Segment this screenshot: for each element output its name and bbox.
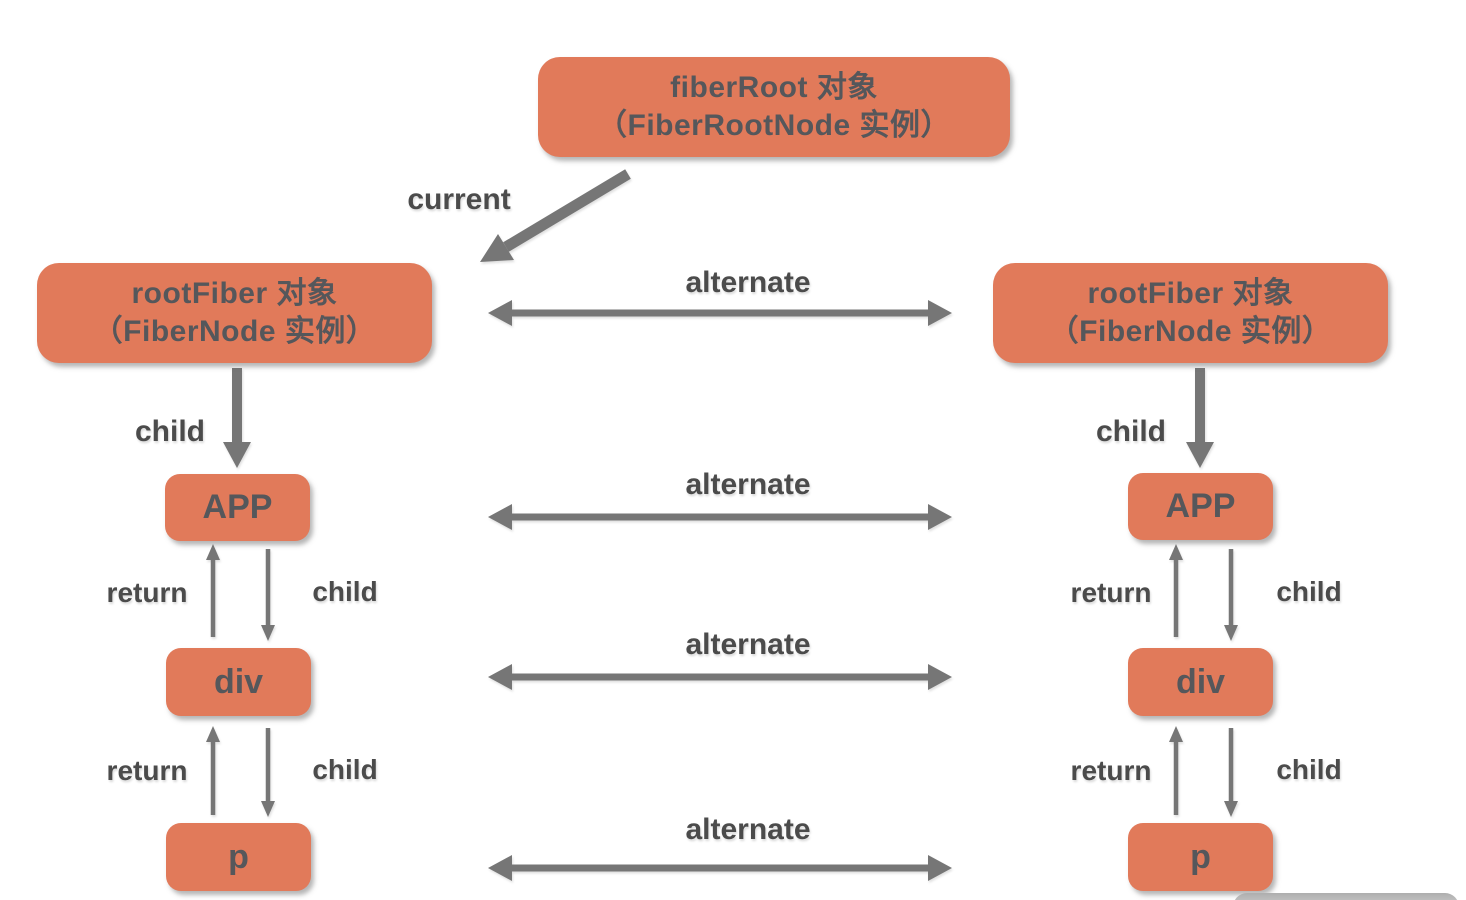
- node-div-right: div: [1128, 648, 1273, 716]
- edge-label-child-left-div: child: [312, 754, 378, 785]
- edge-label-alternate-rootfiber: alternate: [685, 266, 811, 299]
- node-p-left: p: [166, 823, 311, 891]
- node-fiber-root-line1: fiberRoot 对象: [670, 71, 878, 104]
- node-app-left-label: APP: [202, 488, 273, 526]
- alternate-arrow-p: [488, 855, 952, 881]
- edge-label-current: current: [407, 183, 511, 216]
- node-root-fiber-right: rootFiber 对象 （FiberNode 实例）: [993, 263, 1388, 363]
- edge-label-return-left-div: return: [106, 755, 188, 786]
- alternate-arrow-app: [488, 504, 952, 530]
- node-p-right: p: [1128, 823, 1273, 891]
- return-arrow-left-p-div: [206, 726, 220, 815]
- node-div-left-label: div: [213, 662, 264, 701]
- edge-label-return-left-app: return: [106, 577, 188, 608]
- node-div-left: div: [166, 648, 311, 716]
- node-p-right-label: p: [1190, 837, 1211, 876]
- edge-label-alternate-app: alternate: [685, 468, 811, 501]
- edge-label-return-right-app: return: [1070, 577, 1152, 608]
- node-root-fiber-left: rootFiber 对象 （FiberNode 实例）: [37, 263, 432, 363]
- node-div-right-label: div: [1175, 662, 1226, 701]
- node-root-fiber-left-line2: （FiberNode 实例）: [92, 315, 377, 348]
- alternate-arrow-div: [488, 664, 952, 690]
- child-arrow-right-div-p: [1224, 728, 1238, 817]
- node-p-left-label: p: [228, 837, 249, 876]
- node-app-left: APP: [165, 474, 310, 541]
- node-fiber-root-line2: （FiberRootNode 实例）: [597, 109, 951, 142]
- child-arrow-left-root-app: [223, 368, 251, 468]
- node-root-fiber-left-line1: rootFiber 对象: [131, 277, 338, 310]
- edge-label-alternate-p: alternate: [685, 813, 811, 846]
- node-root-fiber-right-line1: rootFiber 对象: [1087, 277, 1294, 310]
- child-arrow-left-div-p: [261, 728, 275, 817]
- node-app-right: APP: [1128, 473, 1273, 540]
- edge-label-child-left-app: child: [312, 576, 378, 607]
- partial-gray-box: [1233, 893, 1459, 900]
- edge-label-child-left-root: child: [134, 415, 206, 448]
- edge-label-child-right-root: child: [1095, 415, 1167, 448]
- return-arrow-right-p-div: [1169, 726, 1183, 815]
- edge-label-return-right-div: return: [1070, 755, 1152, 786]
- node-root-fiber-right-line2: （FiberNode 实例）: [1048, 315, 1333, 348]
- edge-label-alternate-div: alternate: [685, 628, 811, 661]
- alternate-arrow-rootfiber: [488, 300, 952, 326]
- edge-label-child-right-div: child: [1276, 754, 1342, 785]
- node-app-right-label: APP: [1165, 487, 1236, 525]
- child-arrow-right-root-app: [1186, 368, 1214, 468]
- child-arrow-right-app-div: [1224, 549, 1238, 641]
- return-arrow-right-div-app: [1169, 544, 1183, 637]
- node-fiber-root: fiberRoot 对象 （FiberRootNode 实例）: [538, 57, 1010, 157]
- return-arrow-left-div-app: [206, 544, 220, 637]
- current-arrow: [480, 169, 631, 262]
- child-arrow-left-app-div: [261, 549, 275, 641]
- edge-label-child-right-app: child: [1276, 576, 1342, 607]
